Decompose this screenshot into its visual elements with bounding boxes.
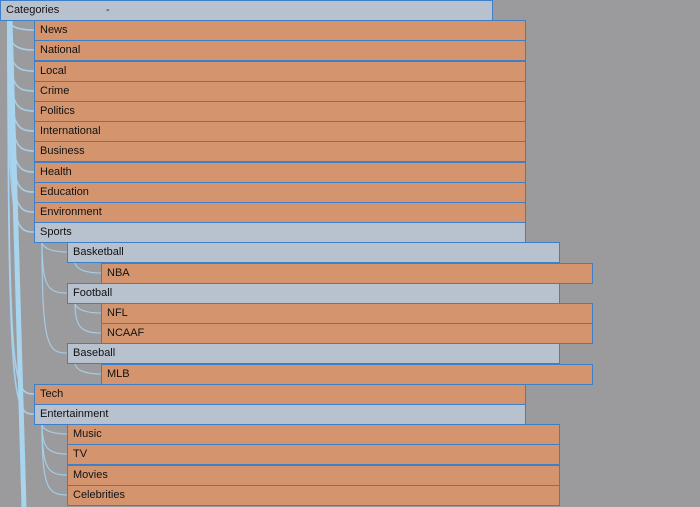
tree-node-crime[interactable]: Crime [34, 81, 526, 102]
connector-line [7, 19, 35, 132]
tree-node-national[interactable]: National [34, 40, 526, 61]
tree-node-business[interactable]: Business [34, 141, 526, 162]
connector-line [41, 241, 68, 253]
connector-line [7, 19, 35, 233]
connector-line [41, 423, 68, 496]
tree-node-label: International [40, 125, 101, 137]
tree-node-label: Movies [73, 469, 108, 481]
connector-line [7, 19, 35, 92]
tree-node-label: Politics [40, 105, 75, 117]
connector-line [7, 19, 35, 112]
tree-node-health[interactable]: Health [34, 162, 526, 183]
tree-root-categories[interactable]: Categories - [0, 0, 493, 21]
connector-line [7, 19, 35, 51]
tree-node-music[interactable]: Music [67, 424, 560, 445]
connector-line [7, 19, 35, 173]
tree-node-label: Sports [40, 226, 72, 238]
tree-node-label: Health [40, 166, 72, 178]
connector-line [41, 241, 68, 354]
connector-line [74, 302, 102, 314]
tree-node-label: Entertainment [40, 408, 109, 420]
connector-line [7, 19, 35, 415]
connector-line [41, 423, 68, 476]
tree-node-politics[interactable]: Politics [34, 101, 526, 122]
tree-node-tech[interactable]: Tech [34, 384, 526, 405]
connector-line [7, 19, 35, 213]
tree-node-label: Basketball [73, 246, 124, 258]
connector-line [41, 241, 68, 294]
tree-root-label: Categories [6, 4, 60, 16]
connector-line [74, 261, 102, 274]
tree-node-label: MLB [107, 368, 130, 380]
connector-line [7, 19, 35, 31]
tree-node-label: National [40, 44, 81, 56]
tree-node-label: Baseball [73, 347, 116, 359]
tree-node-basketball[interactable]: Basketball [67, 242, 560, 263]
tree-node-label: NCAAF [107, 327, 145, 339]
tree-node-sports[interactable]: Sports [34, 222, 526, 243]
tree-node-label: Football [73, 287, 113, 299]
tree-node-celebrities[interactable]: Celebrities [67, 485, 560, 506]
connector-line [41, 423, 68, 455]
tree-node-ncaaf[interactable]: NCAAF [101, 323, 593, 344]
tree-node-entertainment[interactable]: Entertainment [34, 404, 526, 425]
tree-node-environment[interactable]: Environment [34, 202, 526, 223]
tree-node-local[interactable]: Local [34, 61, 526, 82]
tree-node-label: NBA [107, 267, 130, 279]
tree-node-tv[interactable]: TV [67, 444, 560, 465]
connector-line [7, 19, 35, 395]
tree-node-movies[interactable]: Movies [67, 465, 560, 486]
connector-line [7, 19, 35, 72]
tree-node-label: Business [40, 145, 85, 157]
tree-node-football[interactable]: Football [67, 283, 560, 304]
collapse-toggle[interactable]: - [106, 4, 110, 16]
tree-node-nfl[interactable]: NFL [101, 303, 593, 324]
connector-line [74, 362, 102, 375]
tree-node-label: NFL [107, 307, 128, 319]
tree-node-label: Crime [40, 85, 70, 97]
tree-node-label: TV [73, 448, 88, 460]
tree-node-label: Education [40, 186, 89, 198]
tree-node-label: Celebrities [73, 489, 125, 501]
tree-node-news[interactable]: News [34, 20, 526, 41]
connector-line [7, 19, 35, 152]
tree-node-label: Environment [40, 206, 102, 218]
tree-node-label: Local [40, 65, 67, 77]
tree-node-education[interactable]: Education [34, 182, 526, 203]
connector-line [41, 423, 68, 435]
tree-node-label: Tech [40, 388, 64, 400]
connector-trunk [7, 19, 27, 507]
tree-node-label: News [40, 24, 68, 36]
connector-line [7, 19, 35, 193]
tree-node-nba[interactable]: NBA [101, 263, 593, 284]
tree-node-mlb[interactable]: MLB [101, 364, 593, 385]
tree-node-baseball[interactable]: Baseball [67, 343, 560, 364]
tree-node-international[interactable]: International [34, 121, 526, 142]
tree-node-label: Music [73, 428, 102, 440]
connector-line [74, 302, 102, 334]
